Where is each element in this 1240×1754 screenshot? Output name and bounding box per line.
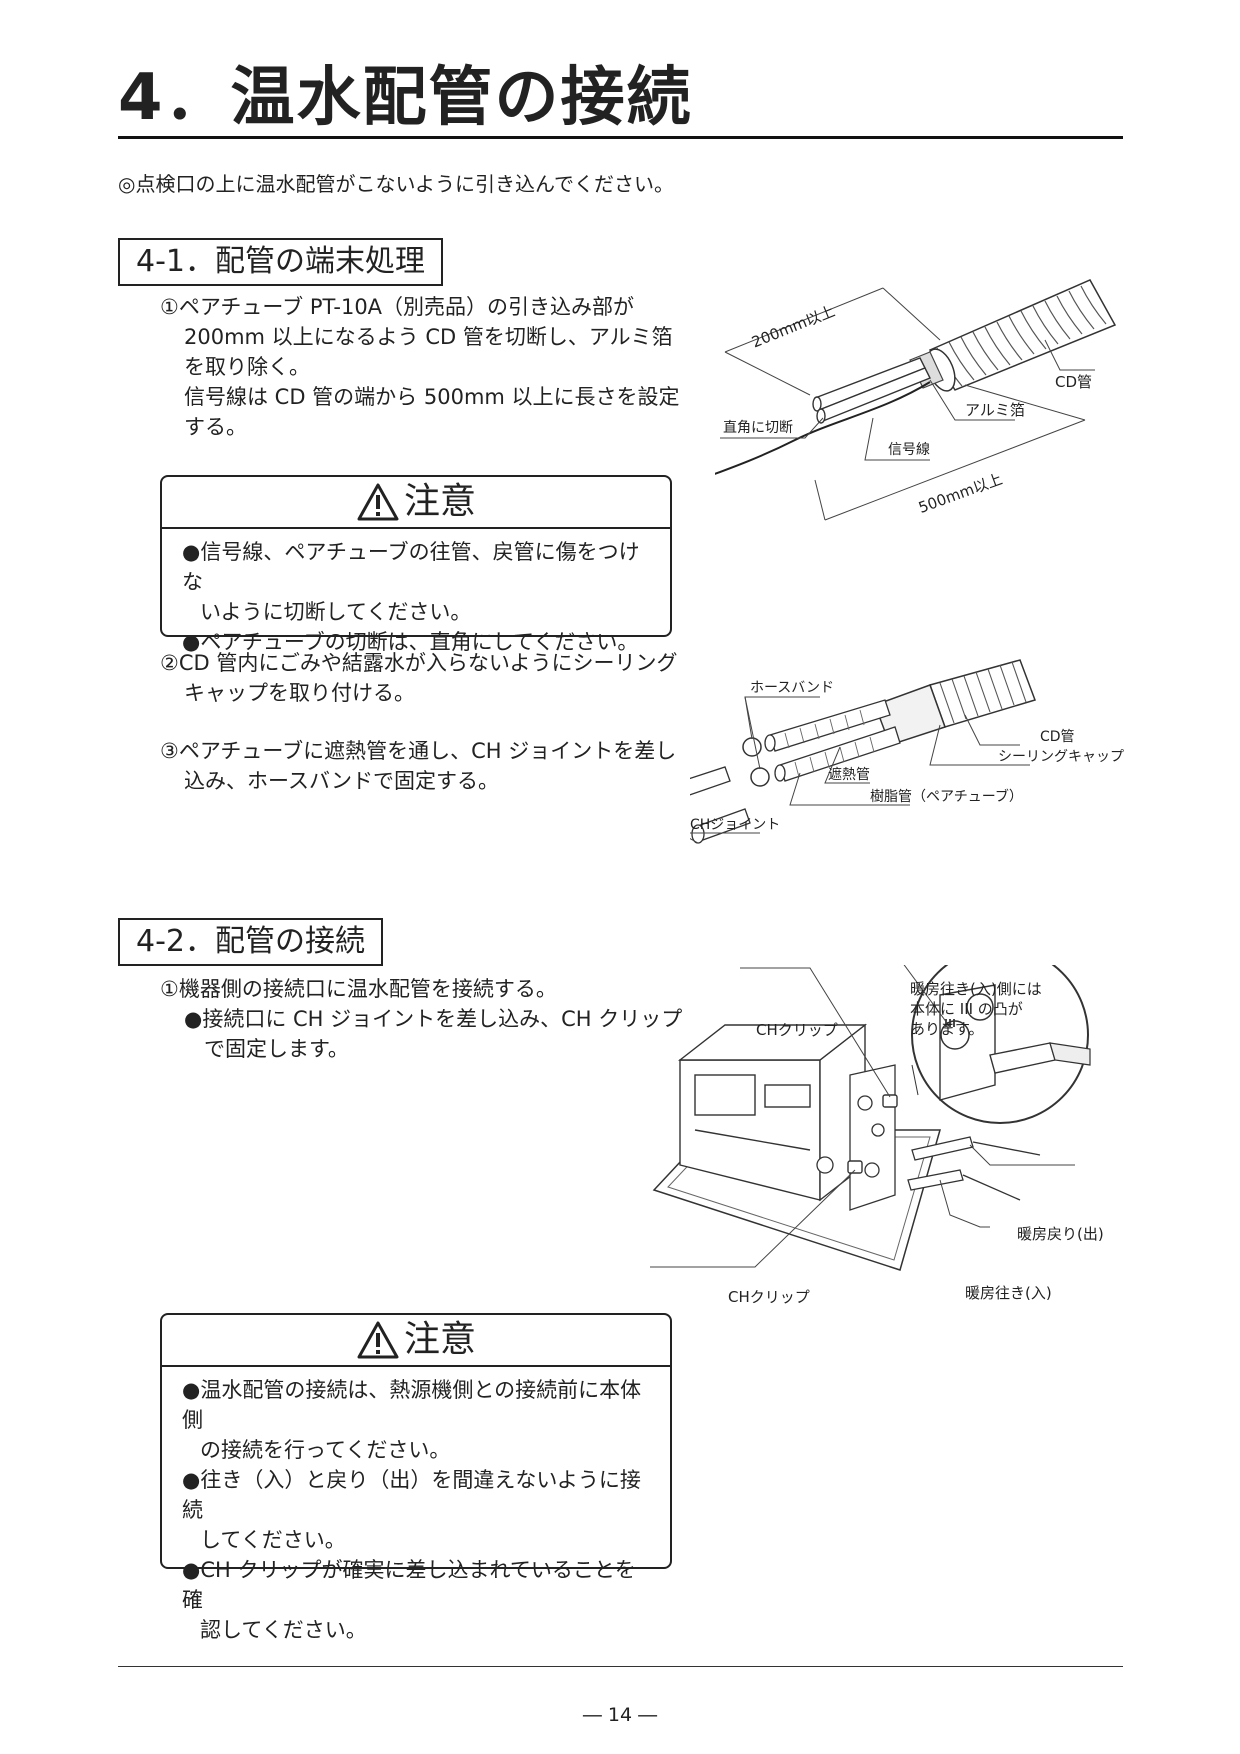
label-cd-pipe-2: CD管 [1040,729,1075,745]
title-divider [118,136,1123,139]
caution-bullet-cont: いように切断してください。 [200,600,472,624]
footer-divider [118,1666,1123,1667]
warning-triangle-icon [357,1321,399,1359]
signal-wire-shape [715,381,931,475]
label-heating-supply: 暖房往き(入) [965,1284,1052,1302]
section1-step1: ①ペアチューブ PT-10A（別売品）の引き込み部が 200mm 以上になるよう… [160,292,690,442]
dimension-500 [814,384,1086,521]
fig3-note-line: 暖房往き(入)側には [910,980,1042,998]
label-right-angle-cut: 直角に切断 [723,419,793,436]
caution-body: ●温水配管の接続は、熱源機側との接続前に本体側 の接続を行ってください。 ●往き… [162,1367,670,1655]
label-hose-band: ホースバンド [750,680,834,696]
pair-tube-shape [812,357,931,424]
label-signal-wire: 信号線 [888,442,930,458]
step2-line: キャップを取り付ける。 [184,681,415,705]
step1-line: する。 [184,415,247,439]
page-number: ― 14 ― [582,1704,658,1726]
caution-title: 注意 [403,481,476,522]
caution-bullet-cont: の接続を行ってください。 [200,1438,451,1462]
step3-line: 込み、ホースバンドで固定する。 [184,769,499,793]
caution-box-2: 注意 ●温水配管の接続は、熱源機側との接続前に本体側 の接続を行ってください。 … [160,1313,672,1642]
label-500mm: 500mm以上 [916,470,1005,517]
step-line: ①機器側の接続口に温水配管を接続する。 [160,977,557,1001]
step1-line: 200mm 以上になるよう CD 管を切断し、アルミ箔 [184,325,673,349]
caution-bullet-cont: 認してください。 [200,1618,367,1642]
figure-pipe-end-treatment: 200mm以上 CD管 アルミ箔 直角に切断 信号線 500mm以上 [715,279,1117,521]
step1-line: ①ペアチューブ PT-10A（別売品）の引き込み部が [160,295,635,319]
label-ch-clip-lower: CHクリップ [728,1288,810,1306]
label-sealing-cap: シーリングキャップ [998,749,1124,765]
shield-tube-shape [764,699,901,782]
caution-header: 注意 [162,477,670,529]
fig3-note: 暖房往き(入)側には 本体に III の凸が あります。 [910,979,1042,1039]
label-ch-clip-upper: CHクリップ [756,1021,838,1039]
step2-line: ②CD 管内にごみや結露水が入らないようにシーリング [160,651,678,675]
fig3-note-line: 本体に III の凸が [910,1000,1023,1018]
sub-bullet-line: で固定します。 [204,1037,349,1061]
label-resin-pipe: 樹脂管（ペアチューブ） [870,788,1023,805]
figure-hose-band-assembly: ホースバンド CD管 シーリングキャップ 遮熱管 樹脂管（ペアチューブ） CHジ… [690,659,1124,844]
section1-step3: ③ペアチューブに遮熱管を通し、CH ジョイントを差し 込み、ホースバンドで固定す… [160,736,690,796]
caution-bullet: ●往き（入）と戻り（出）を間違えないように接続 [182,1468,641,1522]
caution-bullet: ●ペアチューブの切断は、直角にしてください。 [182,630,639,654]
section-heading-4-2: 4-2．配管の接続 [118,918,383,966]
step1-line: 信号線は CD 管の端から 500mm 以上に長さを設定 [184,385,680,409]
caution-bullet: ●温水配管の接続は、熱源機側との接続前に本体側 [182,1378,642,1432]
label-shield-tube: 遮熱管 [828,767,870,783]
caution-box-1: 注意 ●信号線、ペアチューブの往管、戻管に傷をつけな いように切断してください。… [160,475,672,654]
caution-bullet: ●信号線、ペアチューブの往管、戻管に傷をつけな [182,540,640,594]
warning-triangle-icon [357,483,399,521]
hot-water-pipe-shape [907,1136,1041,1201]
ch-clip-shape [847,1094,898,1174]
caution-title: 注意 [403,1319,476,1360]
label-alumi: アルミ箔 [965,401,1025,419]
step3-line: ③ペアチューブに遮熱管を通し、CH ジョイントを差し [160,739,677,763]
sub-bullet-line: ●接続口に CH ジョイントを差し込み、CH クリップ [184,1007,683,1031]
caution-header: 注意 [162,1315,670,1367]
magnified-detail [911,965,1091,1124]
caution-body: ●信号線、ペアチューブの往管、戻管に傷をつけな いように切断してください。 ●ペ… [162,529,670,667]
label-cd-pipe: CD管 [1055,373,1092,391]
caution-bullet: ●CH クリップが確実に差し込まれていることを確 [182,1558,636,1612]
cd-pipe-shape [929,659,1036,728]
section2-step1: ①機器側の接続口に温水配管を接続する。 ●接続口に CH ジョイントを差し込み、… [160,974,700,1064]
label-200mm: 200mm以上 [749,302,837,352]
figure-unit-connection: CHクリップ 暖房戻り(出) 暖房往き(入) [650,965,1091,1271]
step1-line: を取り除く。 [184,355,310,379]
label-ch-joint: CHジョイント [690,817,780,833]
label-heating-return: 暖房戻り(出) [1017,1225,1104,1243]
section1-step2: ②CD 管内にごみや結露水が入らないようにシーリング キャップを取り付ける。 [160,648,690,708]
dimension-200 [724,287,941,396]
intro-note: ◎点検口の上に温水配管がこないように引き込んでください。 [118,172,675,196]
fig3-note-line: あります。 [910,1020,984,1038]
page-title: 4．温水配管の接続 [118,61,693,135]
section-heading-4-1: 4-1．配管の端末処理 [118,238,443,286]
caution-bullet-cont: してください。 [200,1528,346,1552]
